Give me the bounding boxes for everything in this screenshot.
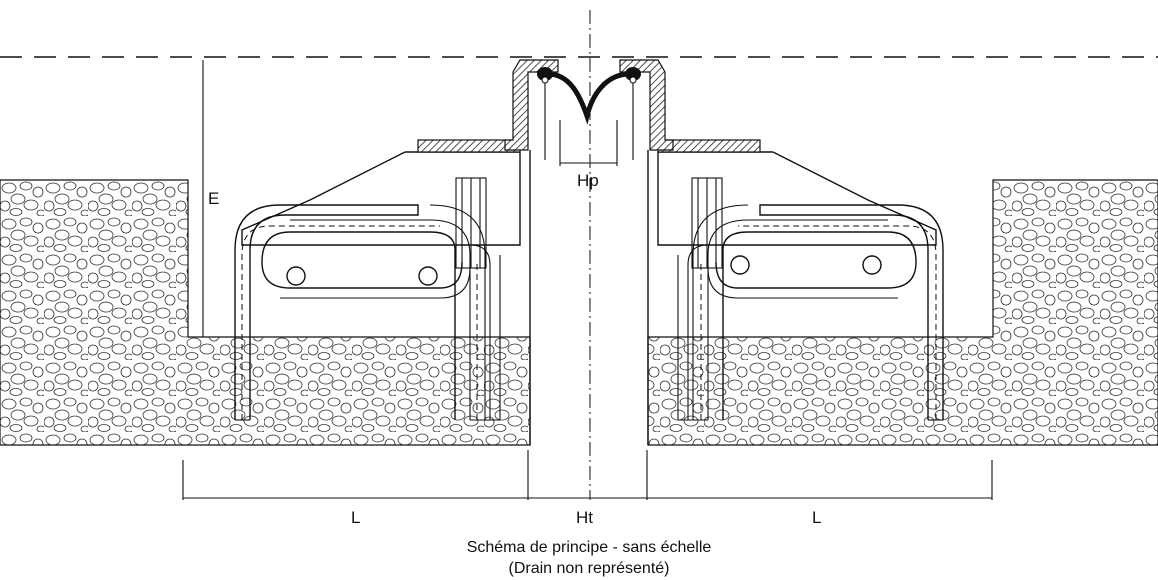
label-Hp: Hp [577,171,599,190]
seal-bolt-right [629,76,637,84]
seal-clamp-right [625,67,641,81]
left-rebar-bar-2 [418,266,438,286]
caption-line-2: (Drain non représenté) [509,560,670,577]
joint-seal [547,71,631,125]
gravel-right [647,179,1158,446]
seal-clamp-left [537,67,553,81]
left-profile [504,59,559,151]
right-rebar-bar-1 [730,255,750,275]
left-rebar-bar-1 [286,266,306,286]
right-profile [619,59,674,151]
label-Ht: Ht [576,508,593,527]
label-L-left: L [351,508,360,527]
seal-bolt-left [541,76,549,84]
right-support-wedge [657,151,937,246]
bottom-dimensions [182,450,993,500]
left-rebar-group [234,177,501,421]
label-E: E [208,189,219,208]
left-support-wedge [241,151,521,246]
right-rebar-group [677,177,944,421]
label-L-right: L [812,508,821,527]
caption-line-1: Schéma de principe - sans échelle [467,539,712,556]
right-rebar-bar-2 [862,255,882,275]
